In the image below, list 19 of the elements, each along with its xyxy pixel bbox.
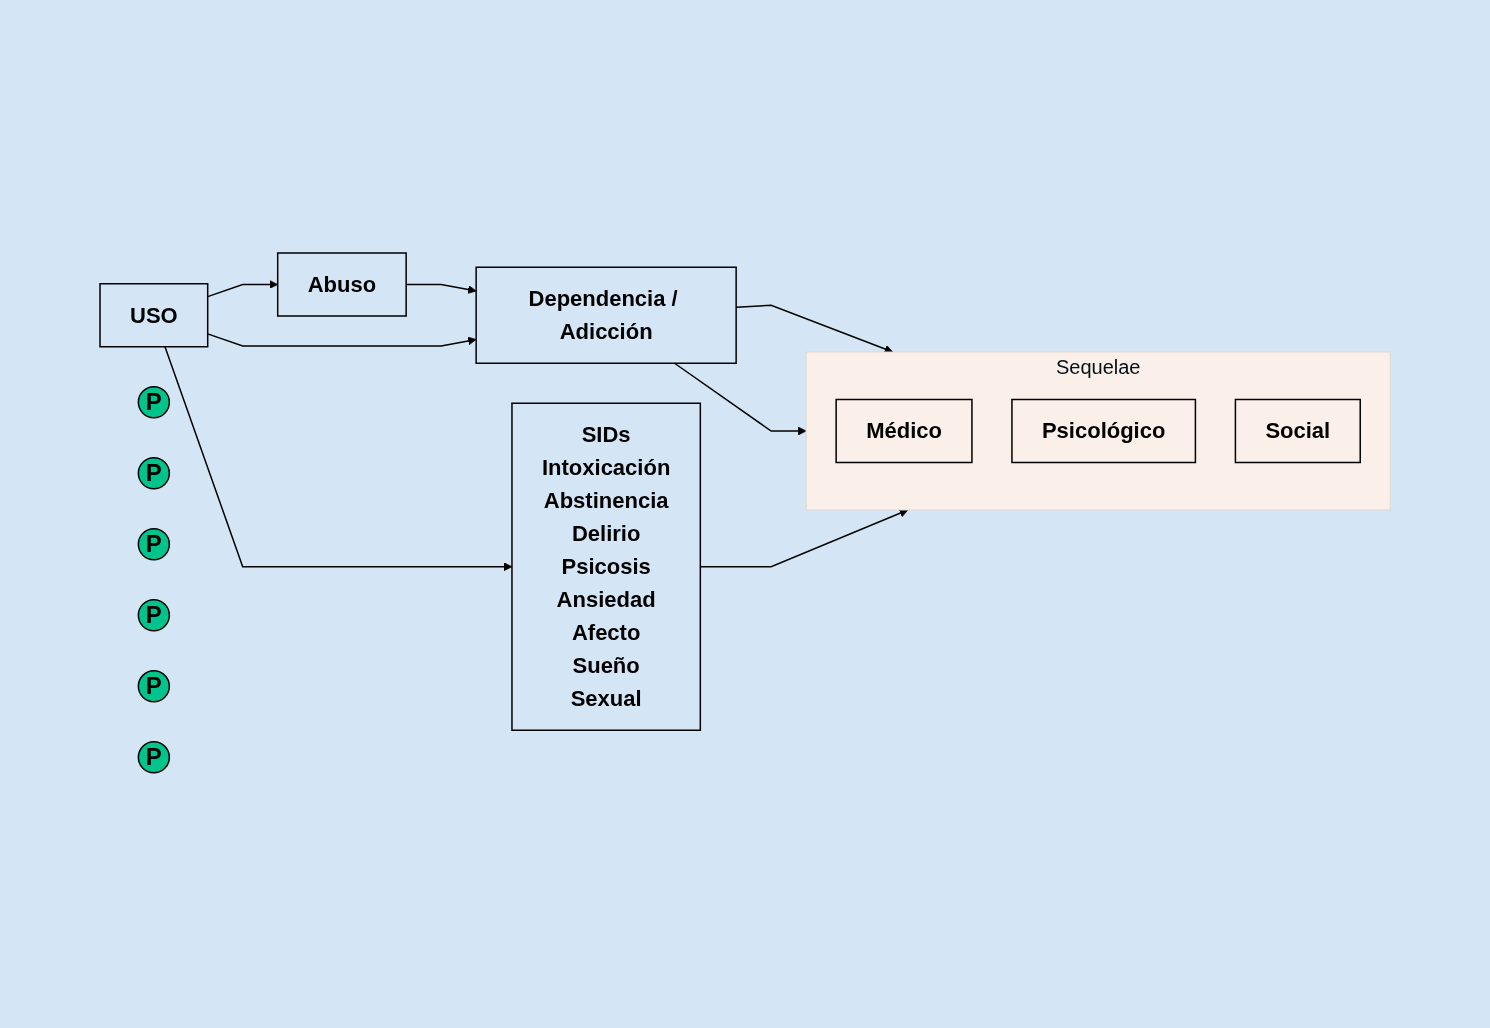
arrow: [206, 279, 278, 298]
node-circle: P: [137, 527, 170, 561]
arrow: [206, 332, 477, 347]
arrow: [164, 345, 513, 571]
node-box: Social: [1234, 398, 1361, 464]
node-box: SIDs Intoxicación Abstinencia Delirio Psicosis Ansiedad Afecto Sueño Sexual: [511, 402, 701, 731]
node-circle: P: [137, 456, 170, 490]
arrow: [699, 508, 909, 568]
arrow: [673, 362, 807, 436]
node-circle: P: [137, 385, 170, 419]
node-box: Dependencia / Adicción: [475, 266, 737, 364]
node-box: USO: [99, 282, 209, 348]
node-circle: P: [137, 669, 170, 703]
node-circle: P: [137, 598, 170, 632]
node-box: Abuso: [276, 252, 407, 317]
node-box: Médico: [835, 398, 973, 464]
node-circle: P: [137, 740, 170, 774]
node-box: Psicológico: [1011, 398, 1197, 464]
arrow: [405, 283, 477, 294]
